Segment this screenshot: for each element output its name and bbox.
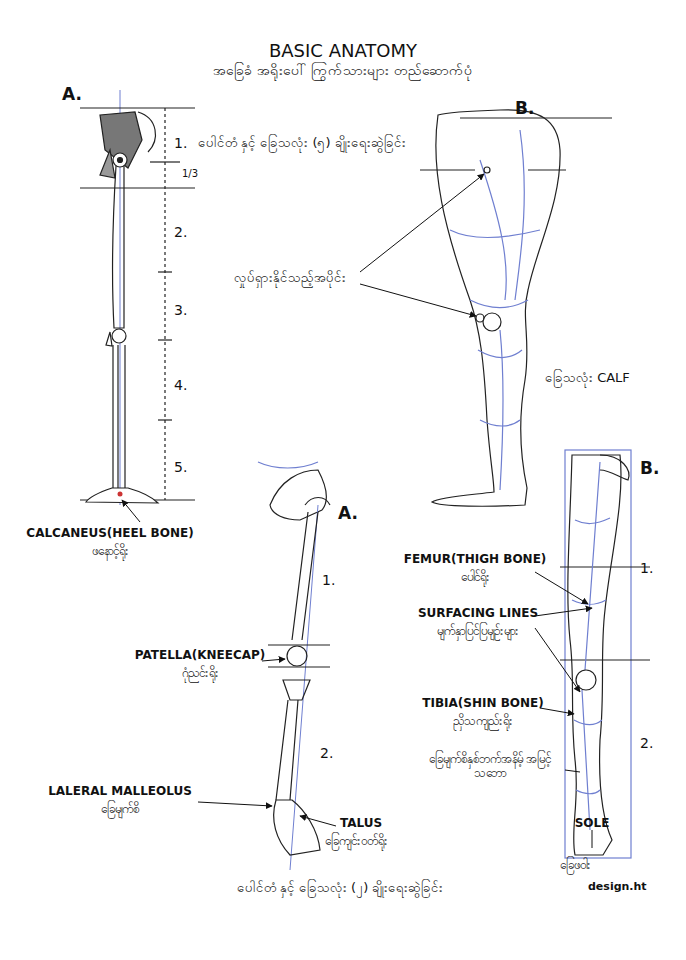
- title: BASIC ANATOMY: [269, 40, 417, 62]
- watermark: design.ht: [588, 880, 647, 893]
- callout-number: 1.: [174, 135, 187, 152]
- callout-number: 1.: [640, 560, 653, 577]
- part-label: ဂုံညင်းရိုး: [182, 666, 219, 680]
- section-note: ပေါင်တံ နှင့် ခြေသလုံး (၅) ချိုးရေးဆွဲခြ…: [198, 135, 406, 151]
- part-label: SOLE: [575, 816, 610, 830]
- part-label: ခြေမျက်စိနှစ်ဘက်အနိမ့် အမြင့်သဘော: [415, 752, 565, 781]
- part-label: ညှိသကျည်းရိုး: [453, 714, 513, 728]
- part-label: လှုပ်ရှားနိုင်သည့်အပိုင်း: [234, 270, 346, 286]
- callout-number: 5.: [174, 459, 187, 476]
- leader-line: [360, 284, 476, 316]
- part-label: SURFACING LINES: [418, 606, 538, 620]
- leader-line: [262, 659, 285, 661]
- callout-number: 2.: [640, 735, 653, 752]
- skeleton-side-view: [80, 90, 195, 505]
- part-label: ပေါင်ရိုး: [461, 570, 490, 584]
- part-label: ခြေကျင်းဝတ်ရိုး: [325, 834, 388, 848]
- leader-line: [198, 802, 272, 806]
- leader-line: [535, 628, 580, 692]
- figure-letter: A.: [62, 84, 82, 104]
- leader-line: [565, 770, 580, 772]
- callout-number: 1.: [322, 572, 335, 589]
- figure-letter: A.: [338, 503, 358, 523]
- part-label: မျက်နှာပြင်ပြမျဉ်းများ: [437, 624, 519, 638]
- callout-number: 2.: [174, 224, 187, 241]
- leg-front-view: [560, 450, 650, 858]
- figure-letter: B.: [515, 98, 534, 118]
- callout-number: 3.: [174, 302, 187, 319]
- leader-line: [592, 830, 593, 848]
- part-label: FEMUR(THIGH BONE): [404, 552, 547, 566]
- leader-line: [535, 608, 592, 616]
- leader-line: [300, 816, 336, 826]
- leader-line: [535, 572, 588, 604]
- callout-number: 4.: [174, 377, 187, 394]
- part-label: CALCANEUS(HEEL BONE): [26, 526, 193, 540]
- leader-line: [122, 500, 140, 522]
- part-label: LALERAL MALLEOLUS: [48, 784, 192, 798]
- part-label: PATELLA(KNEECAP): [135, 648, 266, 662]
- part-label: ဖနောင့်ရိုး: [92, 544, 129, 558]
- part-label: TALUS: [340, 816, 382, 830]
- skeleton-front-view: [258, 462, 330, 870]
- callout-number: 2.: [320, 745, 333, 762]
- part-label: ခြေသလုံး CALF: [545, 370, 630, 386]
- part-label: ခြေဖဝါး: [560, 858, 591, 872]
- fraction: 1/3: [182, 168, 198, 180]
- figure-letter: B.: [640, 458, 659, 478]
- caption-note: ပေါင်တံ နှင့် ခြေသလုံး (၂) ချိုးရေးဆွဲခြ…: [237, 880, 444, 896]
- part-label: ခြေမျက်စိ: [101, 802, 139, 816]
- subtitle: အခြေခံ အရိုးပေါ် ကြွက်သားများ တည်ဆောက်ပု…: [213, 62, 472, 79]
- part-label: TIBIA(SHIN BONE): [422, 696, 543, 710]
- leader-line: [360, 174, 484, 272]
- leader-line: [540, 708, 574, 714]
